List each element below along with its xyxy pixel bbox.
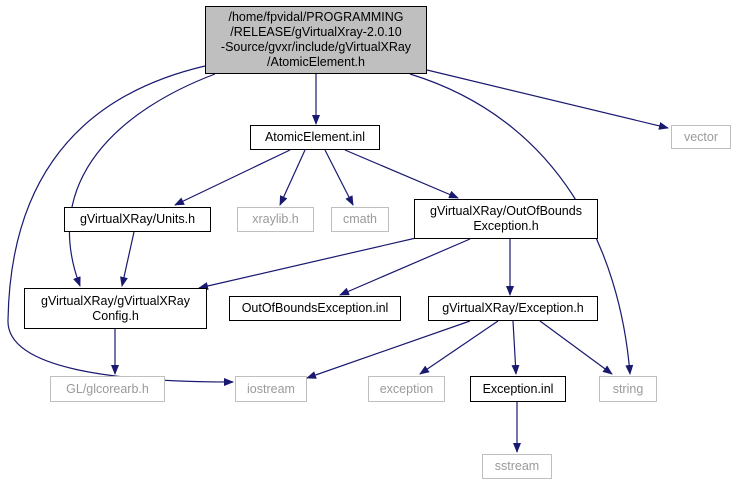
node-label-line: Exception.h (473, 219, 539, 233)
edge-atomic-inl-to-cmath (324, 149, 354, 206)
edge-exception-h-to-string (539, 320, 613, 375)
edge-units-to-config (120, 231, 135, 287)
edge-atomic-inl-to-xraylib (279, 149, 306, 206)
node-xraylib-h[interactable]: xraylib.h (237, 207, 314, 232)
edge-atomic-inl-to-units (174, 149, 291, 206)
node-label-line: gVirtualXRay/OutOfBounds (430, 204, 582, 218)
node-label: iostream (247, 381, 295, 396)
node-label: gVirtualXRay/Exception.h (442, 301, 584, 315)
node-label-line: /home/fpvidal/PROGRAMMING (228, 10, 404, 24)
edge-root-to-vector (426, 69, 669, 130)
node-label-line: gVirtualXRay/gVirtualXRay (41, 293, 190, 308)
edge-exception-h-to-exception-inl (511, 320, 520, 375)
edge-oob-h-to-config (198, 237, 417, 290)
node-label: gVirtualXRay/Units.h (79, 212, 196, 226)
node-sstream[interactable]: sstream (482, 454, 552, 479)
node-cmath[interactable]: cmath (331, 207, 389, 232)
node-gvirtualxray-config-h[interactable]: gVirtualXRay/gVirtualXRay Config.h (24, 288, 207, 329)
edge-root-to-config (68, 73, 216, 287)
node-label: OutOfBoundsException.inl (241, 301, 389, 315)
node-label: string (612, 381, 644, 396)
node-label-line: /AtomicElement.h (267, 55, 365, 69)
node-label: xraylib.h (252, 212, 299, 226)
node-out-of-bounds-exception-h[interactable]: gVirtualXRay/OutOfBounds Exception.h (414, 199, 598, 239)
node-exception-h[interactable]: gVirtualXRay/Exception.h (428, 296, 598, 321)
node-iostream[interactable]: iostream (235, 376, 307, 402)
edge-exception-h-to-exception (419, 320, 499, 375)
node-label: GL/glcorearb.h (66, 381, 149, 396)
edge-atomic-inl-to-oob-h (344, 149, 459, 199)
node-units-h[interactable]: gVirtualXRay/Units.h (64, 207, 211, 232)
node-label: vector (683, 129, 719, 144)
node-label: sstream (494, 459, 540, 473)
node-exception[interactable]: exception (368, 376, 445, 402)
node-string[interactable]: string (599, 376, 657, 402)
node-label-line: /RELEASE/gVirtualXray-2.0.10 (230, 25, 402, 39)
node-label-line: Config.h (92, 308, 139, 323)
node-label: cmath (342, 212, 378, 226)
node-label: AtomicElement.inl (264, 130, 366, 144)
node-label: Exception.inl (482, 381, 554, 396)
node-vector[interactable]: vector (671, 125, 731, 149)
node-label-line: -Source/gvxr/include/gVirtualXRay (220, 40, 412, 54)
node-label: exception (379, 381, 434, 396)
node-atomic-element-inl[interactable]: AtomicElement.inl (250, 125, 380, 150)
node-out-of-bounds-exception-inl[interactable]: OutOfBoundsException.inl (229, 296, 401, 321)
node-atomic-element-h[interactable]: /home/fpvidal/PROGRAMMING /RELEASE/gVirt… (205, 6, 427, 74)
edge-oob-h-to-oob-inl (339, 238, 471, 296)
edges (7, 65, 669, 453)
edge-root-to-string (409, 73, 634, 375)
edge-exception-h-to-iostream (306, 320, 471, 379)
node-exception-inl[interactable]: Exception.inl (470, 376, 566, 402)
node-glcorearb-h[interactable]: GL/glcorearb.h (50, 376, 165, 402)
